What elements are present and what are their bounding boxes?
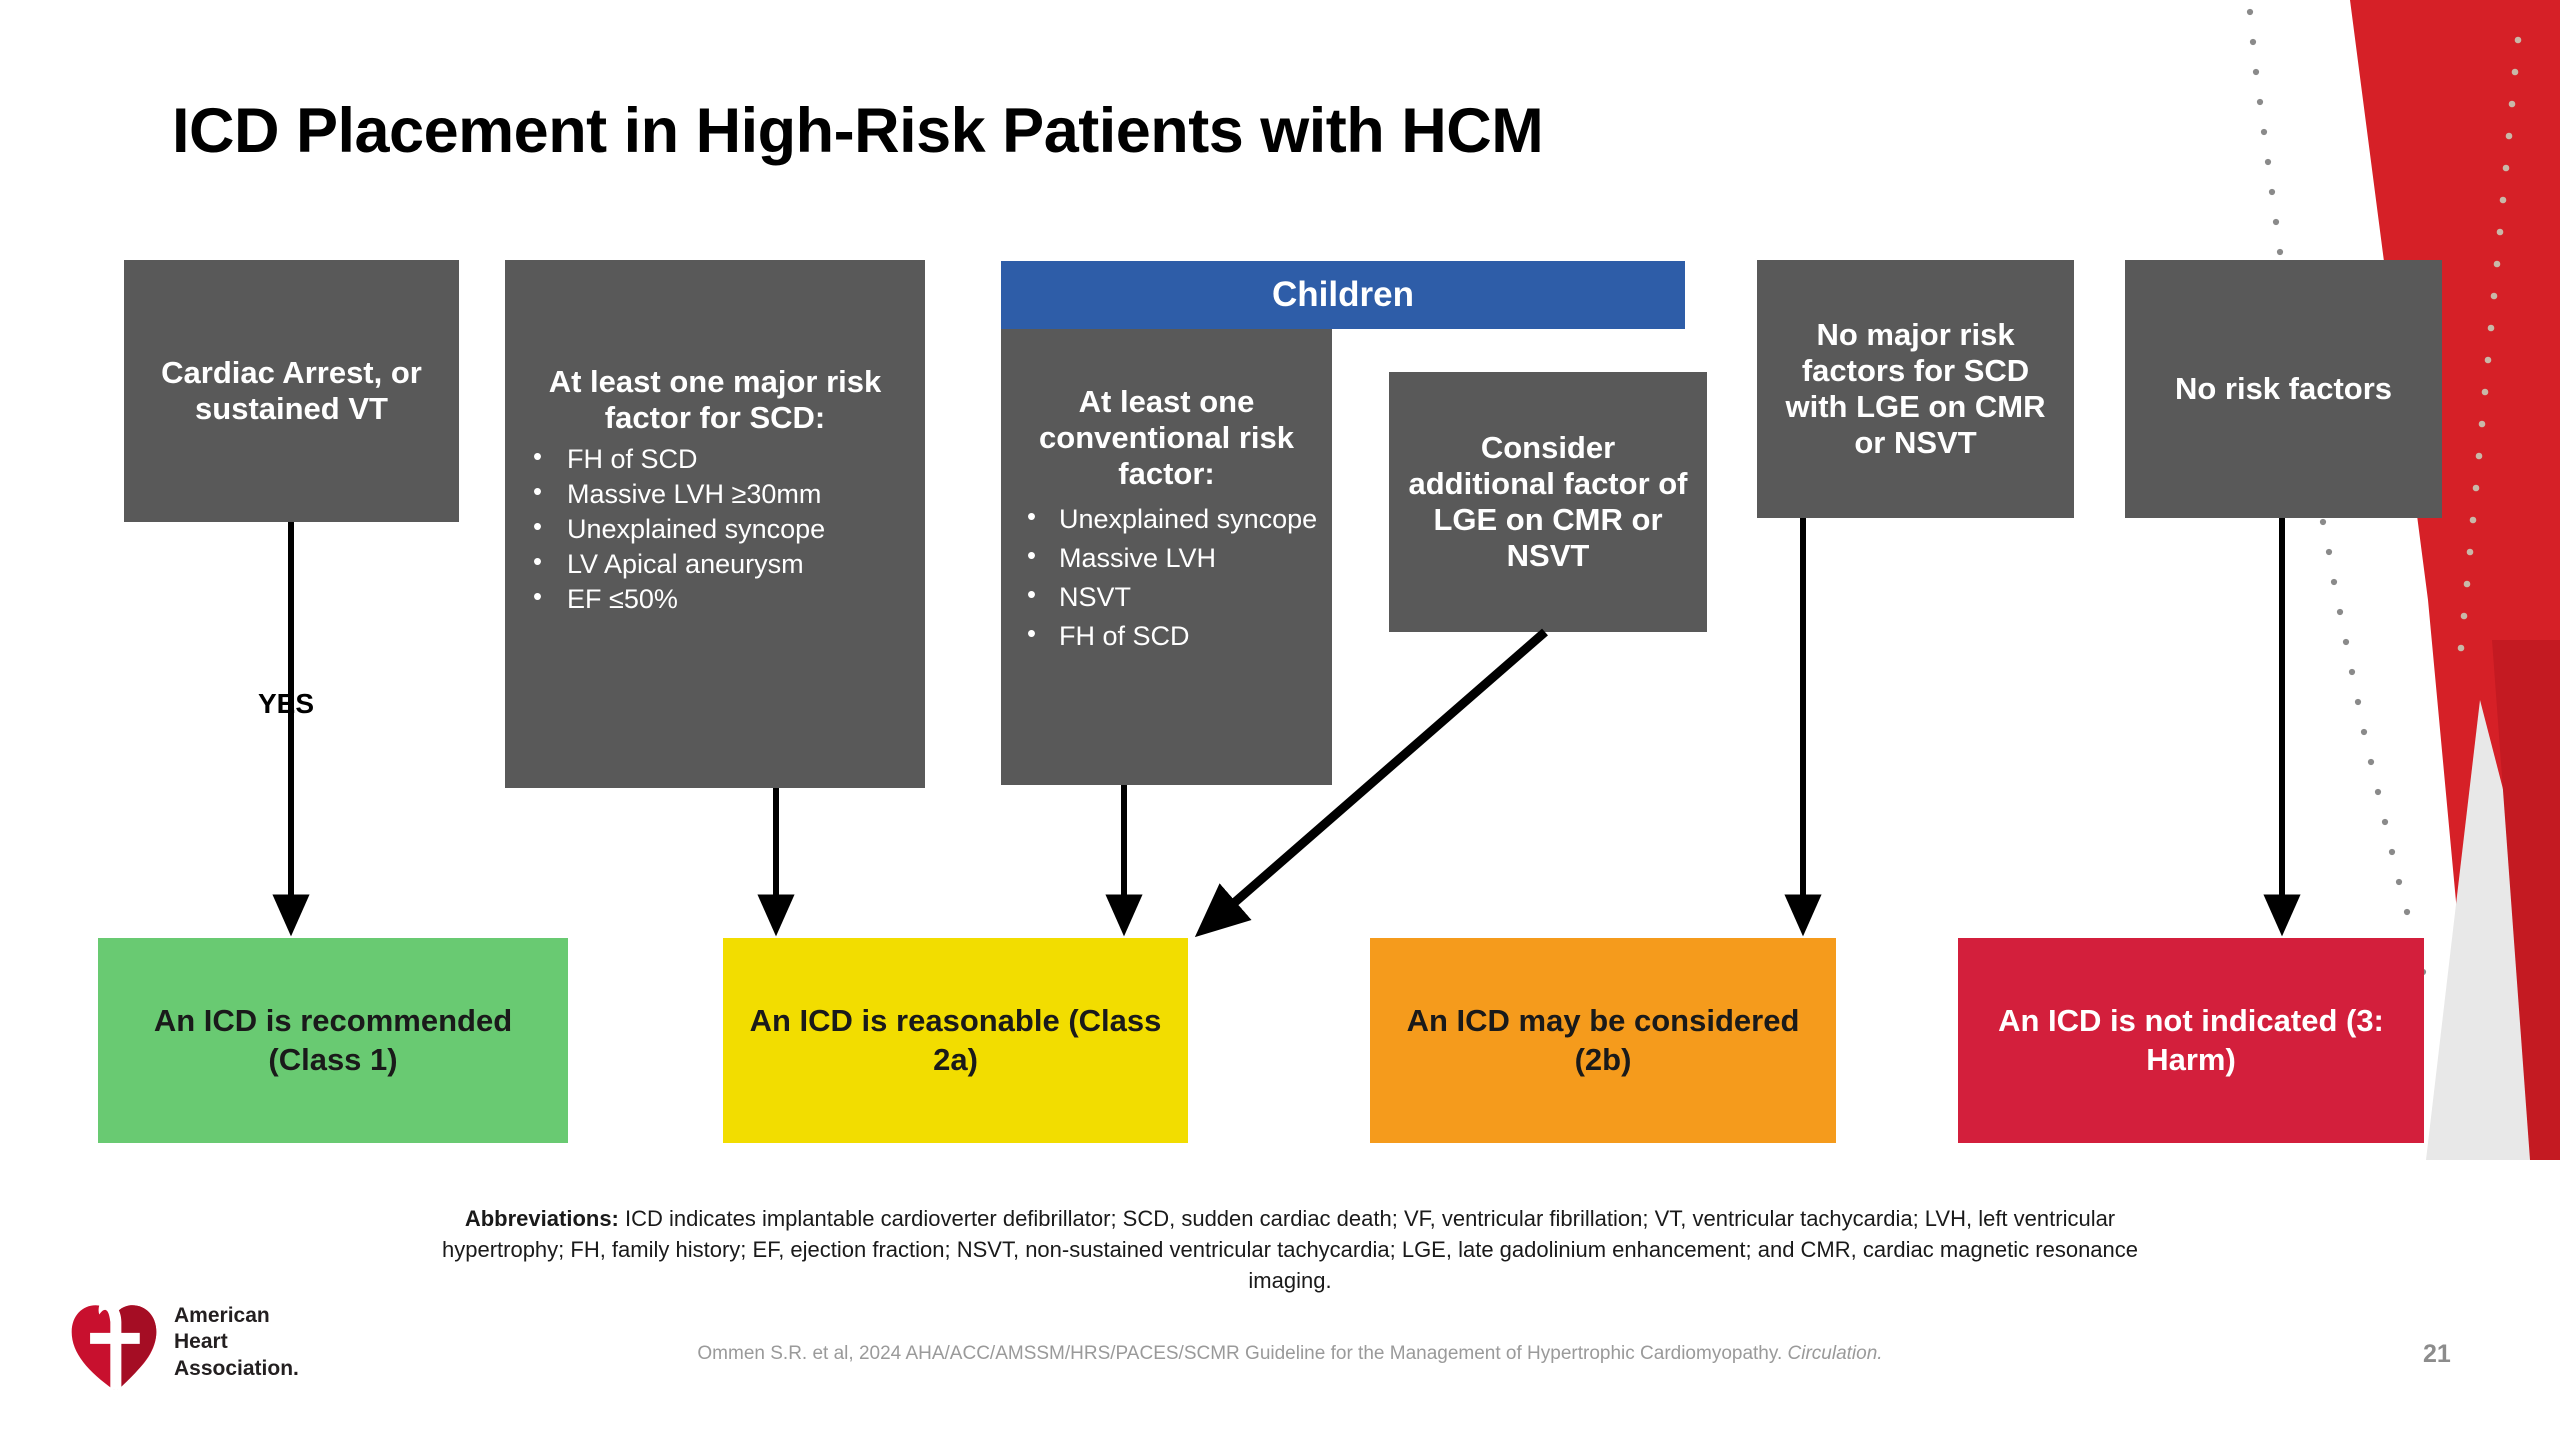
page-title: ICD Placement in High-Risk Patients with…: [172, 96, 1544, 166]
outcome-box-reasonable: An ICD is reasonable (Class 2a): [723, 938, 1188, 1143]
criteria-heading: No major risk factors for SCD with LGE o…: [1785, 317, 2046, 460]
list-item: LV Apical aneurysm: [505, 546, 925, 582]
list-item: FH of SCD: [1001, 616, 1332, 656]
arrow-label-yes: YES: [258, 688, 315, 719]
criteria-box-children-additional-factor: Consider additional factor of LGE on CMR…: [1389, 372, 1707, 632]
criteria-box-no-major-risk: No major risk factors for SCD with LGE o…: [1757, 260, 2074, 518]
aha-heart-torch-icon: [71, 1295, 157, 1390]
american-heart-association-logo: American Heart Association.: [68, 1290, 358, 1395]
outcome-label: An ICD is not indicated (3: Harm): [1998, 1002, 2384, 1077]
criteria-bullet-list: Unexplained syncope Massive LVH NSVT FH …: [1001, 499, 1332, 657]
criteria-heading: Cardiac Arrest, or sustained VT: [161, 355, 422, 426]
aha-logo-wordmark: American Heart Association.: [174, 1303, 299, 1382]
list-item: Unexplained syncope: [505, 511, 925, 547]
abbreviations-lead: Abbreviations:: [464, 1206, 619, 1231]
outcome-label: An ICD is recommended (Class 1): [153, 1002, 513, 1077]
page-number: 21: [2423, 1340, 2451, 1368]
citation-text: Ommen S.R. et al, 2024 AHA/ACC/AMSSM/HRS…: [697, 1343, 1788, 1364]
abbreviations-note: Abbreviations: ICD indicates implantable…: [430, 1203, 2150, 1297]
outcome-label: An ICD may be considered (2b): [1406, 1002, 1800, 1077]
citation-note: Ommen S.R. et al, 2024 AHA/ACC/AMSSM/HRS…: [500, 1343, 2080, 1365]
list-item: EF ≤50%: [505, 581, 925, 617]
criteria-heading: Consider additional factor of LGE on CMR…: [1408, 430, 1688, 573]
aha-logo-line-3: Association.: [174, 1356, 299, 1380]
list-item: Massive LVH ≥30mm: [505, 476, 925, 512]
outcome-box-not-indicated: An ICD is not indicated (3: Harm): [1958, 938, 2424, 1143]
list-item: FH of SCD: [505, 441, 925, 477]
list-item: Unexplained syncope: [1001, 499, 1332, 539]
abbreviations-body: ICD indicates implantable cardioverter d…: [441, 1206, 2139, 1294]
decoration-light-wedge: [2426, 700, 2560, 1160]
citation-journal: Circulation.: [1787, 1343, 1883, 1364]
children-banner-label: Children: [1272, 275, 1414, 314]
criteria-bullet-list: FH of SCD Massive LVH ≥30mm Unexplained …: [505, 441, 925, 617]
aha-logo-line-1: American: [174, 1304, 270, 1328]
outcome-label: An ICD is reasonable (Class 2a): [749, 1002, 1162, 1077]
criteria-box-major-risk-factor: At least one major risk factor for SCD: …: [505, 260, 925, 788]
outcome-box-considered: An ICD may be considered (2b): [1370, 938, 1836, 1143]
criteria-heading: At least one conventional risk factor:: [1039, 384, 1294, 491]
decoration-dotted-curve-right: [2457, 36, 2522, 652]
criteria-box-cardiac-arrest: Cardiac Arrest, or sustained VT: [124, 260, 459, 522]
criteria-box-children-conventional-risk: At least one conventional risk factor: U…: [1001, 329, 1332, 785]
list-item: NSVT: [1001, 577, 1332, 617]
criteria-heading: No risk factors: [2174, 371, 2393, 407]
criteria-box-no-risk-factors: No risk factors: [2125, 260, 2442, 518]
outcome-box-recommended: An ICD is recommended (Class 1): [98, 938, 568, 1143]
children-group-banner: Children: [1001, 261, 1685, 329]
aha-logo-line-2: Heart: [174, 1330, 228, 1354]
decoration-red-wedge-lower: [2492, 640, 2560, 1160]
criteria-heading: At least one major risk factor for SCD:: [548, 364, 882, 435]
list-item: Massive LVH: [1001, 538, 1332, 578]
